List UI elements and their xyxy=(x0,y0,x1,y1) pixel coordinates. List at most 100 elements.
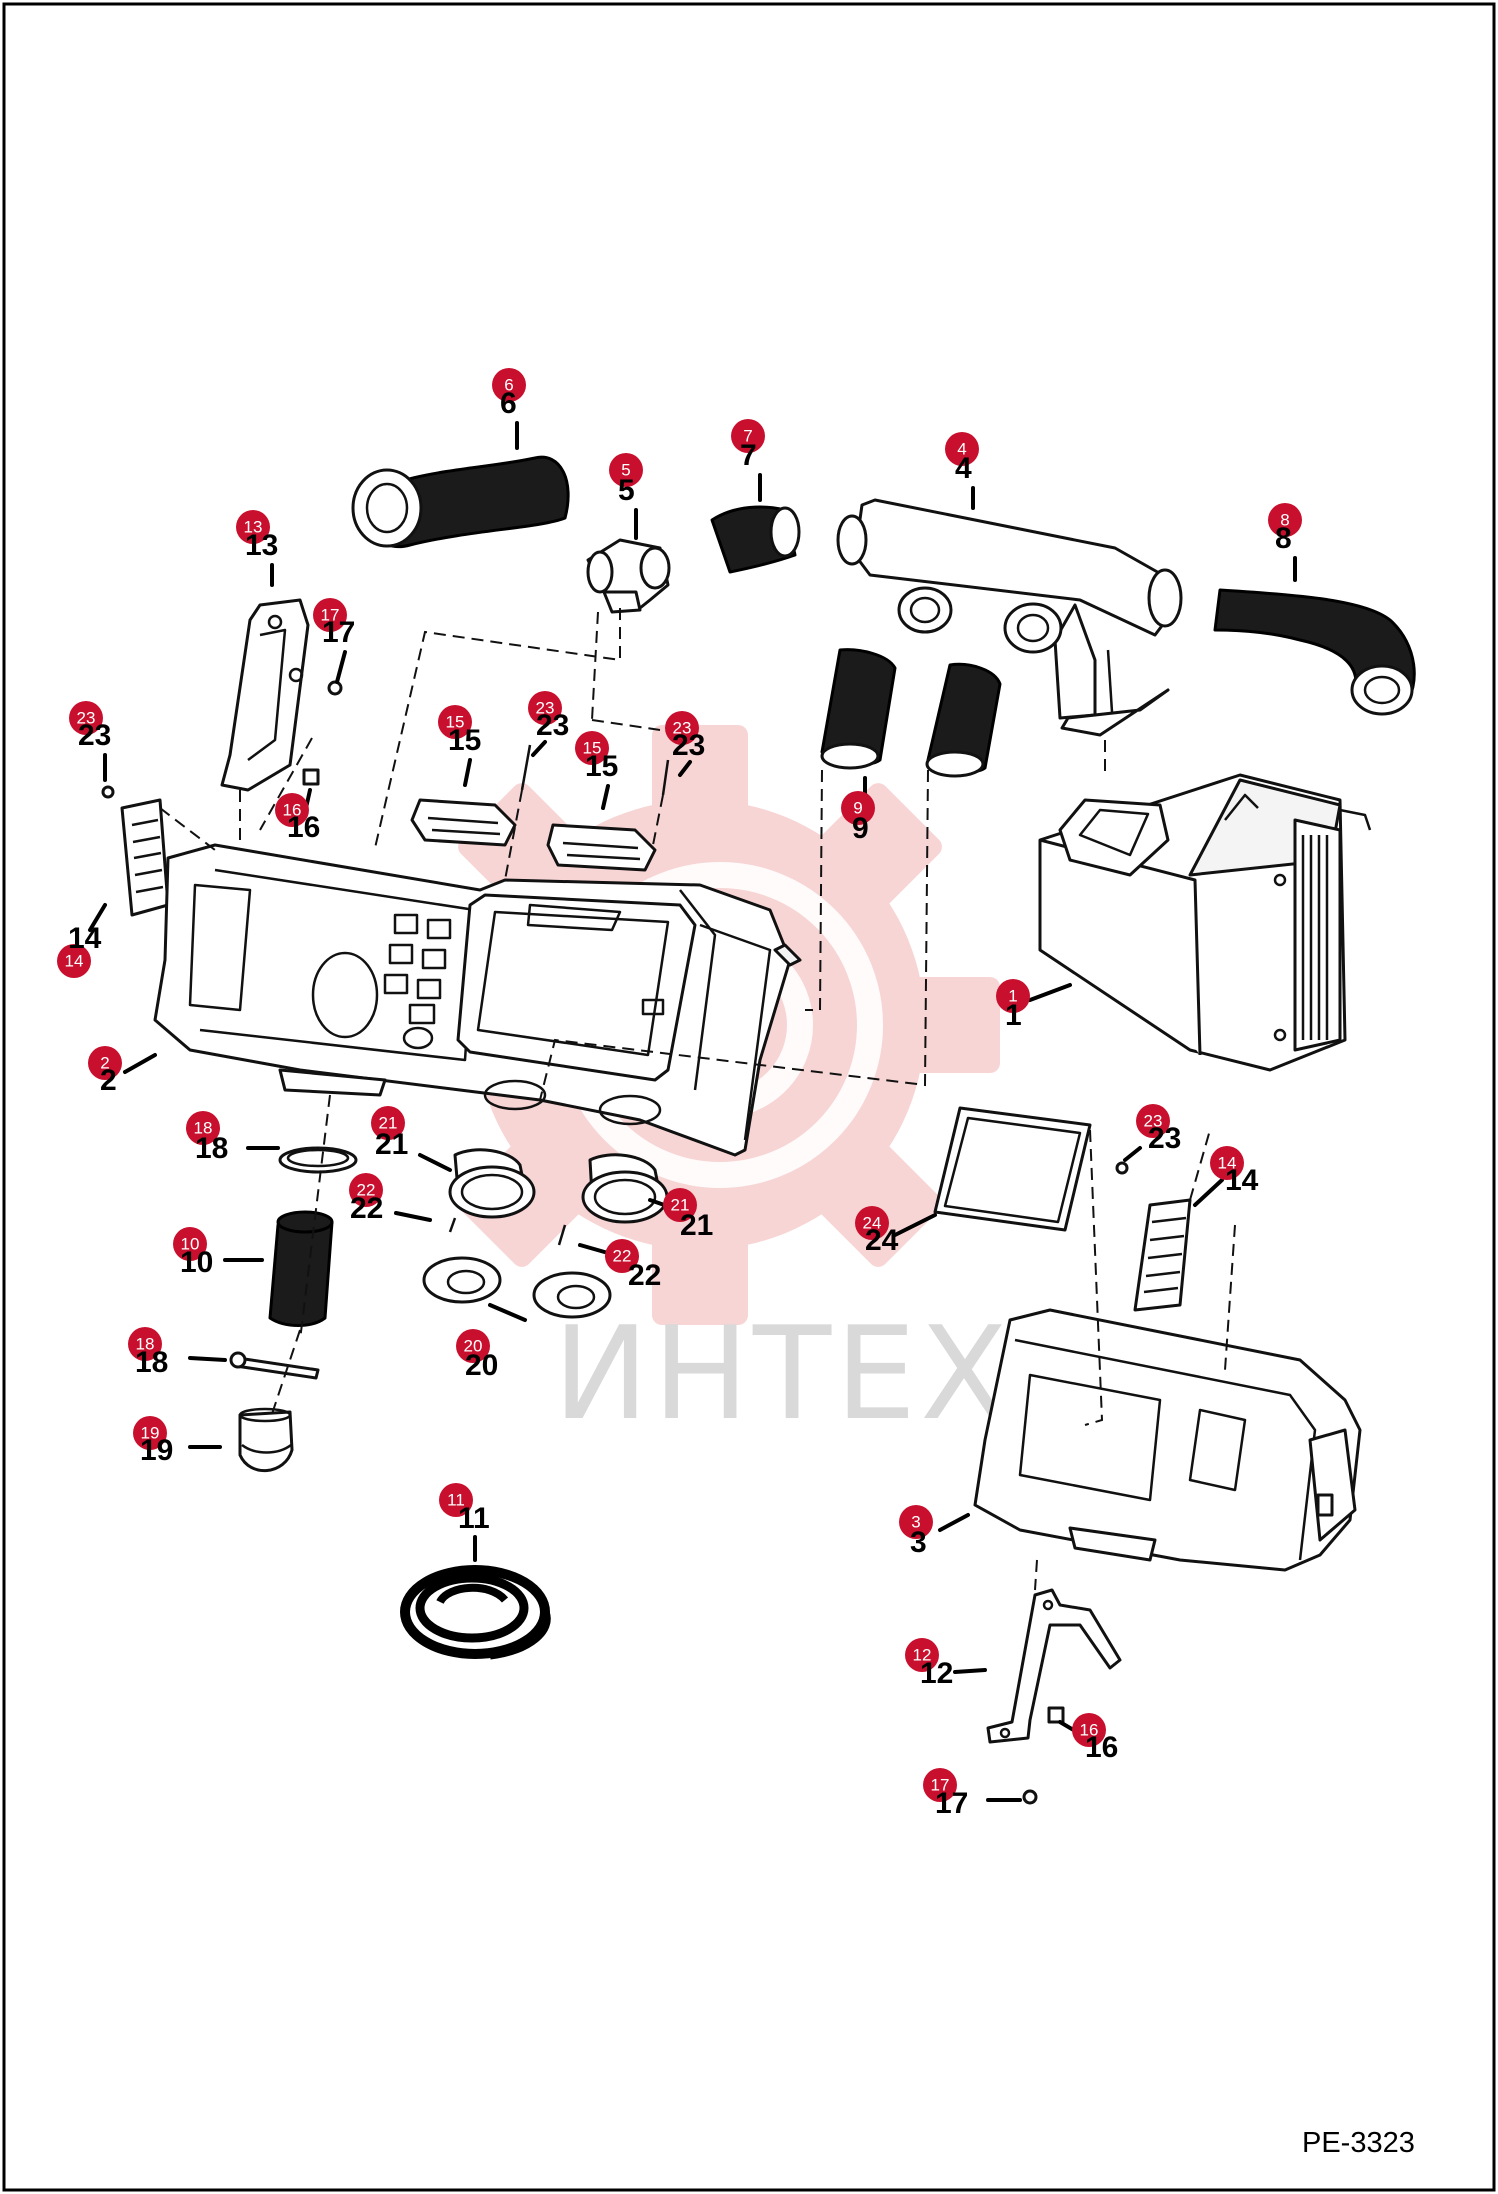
callout-badge-number: 22 xyxy=(357,1181,376,1200)
callout-number: 23 xyxy=(672,729,705,762)
callout-number: 21 xyxy=(375,1128,408,1161)
callout-badge-number: 12 xyxy=(913,1646,932,1665)
callout-number: 17 xyxy=(322,616,355,649)
callout-2: 22 xyxy=(88,1046,157,1097)
part-8-hose xyxy=(1213,588,1416,716)
callout-badge-number: 14 xyxy=(65,952,84,971)
callout-3: 33 xyxy=(899,1505,970,1559)
part-14-grille-right xyxy=(1133,1198,1192,1312)
part-19-cap xyxy=(238,1407,294,1472)
callout-number: 20 xyxy=(465,1349,498,1382)
callout-badge-number: 17 xyxy=(931,1776,950,1795)
callout-badge-number: 24 xyxy=(863,1214,882,1233)
callout-number: 6 xyxy=(500,387,517,420)
callout-badge xyxy=(186,1111,220,1145)
callout-leader xyxy=(531,740,547,757)
callout-number: 21 xyxy=(680,1209,713,1242)
part-17-screw xyxy=(327,680,343,696)
callout-badge xyxy=(173,1227,207,1261)
part-3-lower-cover xyxy=(973,1308,1362,1572)
callout-badge xyxy=(663,1188,697,1222)
callout-leader xyxy=(418,1153,452,1172)
callout-badge-number: 18 xyxy=(136,1335,155,1354)
callout-badge-number: 15 xyxy=(583,739,602,758)
callout-badge-number: 3 xyxy=(911,1513,920,1532)
callout-badge xyxy=(528,691,562,725)
part-21-vent-housing-right xyxy=(581,1153,669,1224)
callout-number: 23 xyxy=(78,719,111,752)
part-5-y-fitting xyxy=(586,538,671,614)
callout-leader xyxy=(678,760,692,777)
callout-leader xyxy=(463,758,472,787)
part-20-bezels xyxy=(422,1256,612,1319)
callout-badge-number: 21 xyxy=(379,1114,398,1133)
callout-number: 3 xyxy=(910,1526,927,1559)
part-2-dash-panel xyxy=(153,843,802,1157)
callout-badge-number: 16 xyxy=(1080,1721,1099,1740)
callout-number: 19 xyxy=(140,1434,173,1467)
callout-leader xyxy=(88,903,107,932)
callout-leader xyxy=(1028,983,1072,1002)
part-6-hose xyxy=(351,455,570,548)
part-18-clamp-top xyxy=(278,1146,358,1174)
callout-badge xyxy=(731,419,765,453)
callout-badge-number: 1 xyxy=(1008,987,1017,1006)
callout-badge-number: 22 xyxy=(613,1247,632,1266)
callout-1: 11 xyxy=(996,979,1072,1032)
callout-number: 13 xyxy=(245,529,278,562)
callout-badge-number: 23 xyxy=(1144,1112,1163,1131)
callout-number: 16 xyxy=(287,811,320,844)
callout-number: 18 xyxy=(135,1346,168,1379)
callout-number: 12 xyxy=(920,1657,953,1690)
part-17-screw-bottom xyxy=(1022,1789,1038,1805)
callout-number: 11 xyxy=(458,1502,490,1535)
callout-badge-number: 4 xyxy=(957,440,966,459)
callout-badge xyxy=(665,711,699,745)
callout-leader xyxy=(488,1303,527,1322)
callout-badge xyxy=(88,1046,122,1080)
part-11-coiled-hose xyxy=(400,1565,551,1660)
callout-number: 16 xyxy=(1085,1731,1118,1764)
callout-number: 7 xyxy=(740,439,757,472)
part-16-nut-bottom xyxy=(1047,1706,1065,1724)
part-24-filter xyxy=(933,1106,1092,1232)
callout-badge xyxy=(349,1173,383,1207)
callout-leader xyxy=(893,1213,937,1237)
part-9-hoses xyxy=(820,648,1002,778)
part-22-screws xyxy=(448,1217,567,1246)
assembly-dashed-lines xyxy=(159,608,1236,1591)
callout-badge xyxy=(945,432,979,466)
callout-badge xyxy=(69,701,103,735)
callout-badge-number: 2 xyxy=(100,1054,109,1073)
callout-badge-number: 21 xyxy=(671,1196,690,1215)
callout-number: 22 xyxy=(628,1259,661,1292)
callout-badge-number: 17 xyxy=(321,606,340,625)
callout-number: 17 xyxy=(935,1787,968,1820)
part-14-grille-left xyxy=(120,798,170,917)
callout-badge-number: 23 xyxy=(673,719,692,738)
callout-badge xyxy=(57,944,91,978)
callout-badge-number: 23 xyxy=(77,709,96,728)
callout-badge xyxy=(905,1638,939,1672)
callout-number: 14 xyxy=(1225,1164,1259,1197)
callout-4: 44 xyxy=(945,432,979,510)
callout-number: 15 xyxy=(585,750,618,783)
part-1-heater-box xyxy=(1038,773,1372,1072)
callout-badge xyxy=(128,1327,162,1361)
callout-badge xyxy=(133,1416,167,1450)
callout-badge xyxy=(605,1239,639,1273)
callout-badge xyxy=(456,1329,490,1363)
